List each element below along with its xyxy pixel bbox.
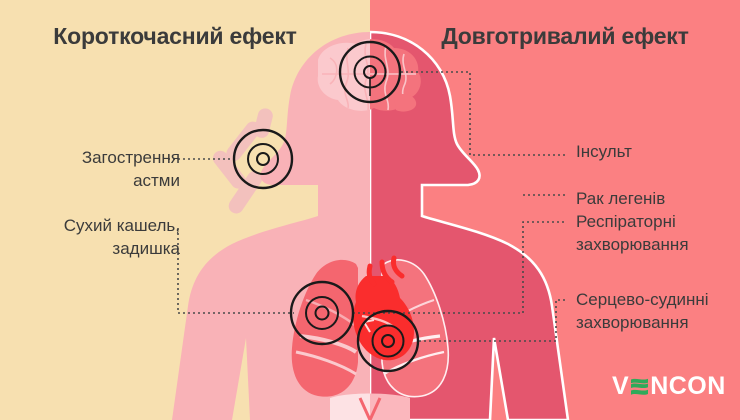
heading-short-term: Короткочасний ефект: [53, 23, 297, 49]
logo-text-after: NCON: [650, 372, 726, 400]
label-dry-cough: Сухий кашель, задишка: [63, 216, 180, 258]
target-marker-mouth: [232, 128, 294, 190]
label-stroke: Інсульт: [576, 142, 632, 161]
breath-puffs: [212, 108, 273, 214]
label-lung-cancer: Рак легенів: [576, 189, 666, 208]
target-markers: [232, 40, 420, 373]
logo-accent-e-icon: [630, 377, 649, 397]
label-cardiovascular: Серцево-судинні захворювання: [576, 290, 709, 332]
connector-stroke: [401, 71, 567, 156]
diaphragm-illustration: [330, 393, 410, 420]
connector-lines: [168, 71, 567, 342]
connector-respiratory: [353, 221, 567, 314]
label-asthma: Загострення астми: [81, 148, 180, 190]
target-marker-brain: [338, 40, 402, 104]
connector-cough: [177, 228, 294, 314]
label-respiratory: Респіраторні захворювання: [576, 212, 689, 254]
heading-long-term: Довготривалий ефект: [441, 23, 689, 49]
logo-text-before: V: [612, 372, 630, 400]
target-marker-heart: [356, 309, 420, 373]
brain-illustration: [317, 39, 421, 112]
target-marker-lung: [289, 280, 355, 346]
vencon-logo[interactable]: V NCON: [612, 372, 726, 401]
